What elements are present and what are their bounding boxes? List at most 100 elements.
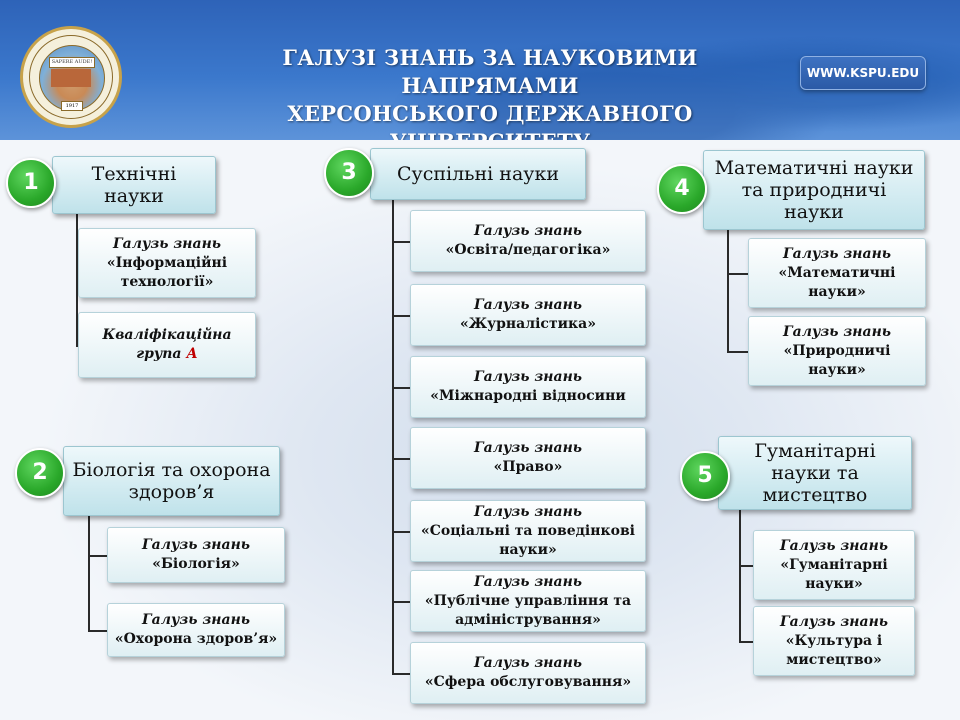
- field-of-knowledge-item: Галузь знань «Публічне управління та адмін…: [410, 570, 646, 632]
- field-name-line: мистецтво»: [786, 651, 882, 668]
- field-prefix: Галузь знань: [473, 655, 583, 671]
- field-name-line: науки»: [499, 541, 557, 558]
- field-prefix: Галузь знань: [473, 573, 583, 590]
- field-of-knowledge-item: Галузь знань «Охорона здоров’я»: [107, 603, 285, 657]
- field-prefix: Галузь знань: [473, 369, 583, 385]
- group-number-badge: 4: [657, 164, 707, 214]
- logo-motto: SAPERE AUDE!: [49, 57, 95, 68]
- connector-horizontal: [392, 531, 410, 533]
- field-of-knowledge-item: Галузь знань «Журналістика»: [410, 284, 646, 346]
- group-number-badge: 1: [6, 158, 56, 208]
- field-of-knowledge-item: Галузь знань «Право»: [410, 427, 646, 489]
- field-name-line: «Соціальні та поведінкові: [420, 522, 635, 539]
- group-heading-line: здоров’я: [128, 481, 215, 503]
- field-name-line: науки»: [808, 361, 866, 378]
- field-name-line: «Міжнародні відносини: [430, 388, 626, 404]
- group-number-badge: 3: [324, 148, 374, 198]
- group-heading-line: та природничі: [741, 179, 887, 201]
- field-of-knowledge-item: Галузь знань «Соціальні та поведінкові нау…: [410, 500, 646, 562]
- connector-horizontal: [76, 345, 78, 347]
- university-logo: SAPERE AUDE! 1917: [20, 26, 122, 128]
- group-heading-text: Суспільні науки: [397, 163, 559, 185]
- connector-horizontal: [392, 458, 410, 460]
- logo-year: 1917: [61, 101, 83, 111]
- field-name-line: «Біологія»: [152, 556, 240, 572]
- connector-horizontal: [392, 601, 410, 603]
- group-heading-line: Суспільні науки: [396, 163, 559, 185]
- group-heading-line: науки: [104, 185, 164, 207]
- field-name-line: «Право»: [493, 459, 563, 475]
- connector-horizontal: [739, 565, 753, 567]
- field-name-line: «Культура і: [785, 632, 883, 649]
- connector-vertical: [739, 510, 741, 641]
- page-title: ГАЛУЗІ ЗНАНЬ ЗА НАУКОВИМИ НАПРЯМАМИ ХЕРС…: [190, 44, 790, 140]
- field-prefix: Галузь знань: [782, 323, 892, 340]
- group-heading-line: мистецтво: [762, 484, 868, 506]
- group-number-badge: 2: [15, 448, 65, 498]
- field-prefix: Галузь знань: [473, 440, 583, 456]
- field-prefix: Галузь знань: [779, 537, 889, 554]
- field-name-line: технології»: [120, 273, 214, 290]
- field-prefix: Галузь знань: [112, 235, 222, 252]
- website-link[interactable]: WWW.KSPU.EDU: [800, 56, 926, 90]
- connector-horizontal: [727, 273, 748, 275]
- page-title-line1: ГАЛУЗІ ЗНАНЬ ЗА НАУКОВИМИ НАПРЯМАМИ: [282, 45, 698, 98]
- field-name-line: «Охорона здоров’я»: [114, 631, 278, 647]
- field-of-knowledge-item: Галузь знань «Міжнародні відносини: [410, 356, 646, 418]
- connector-vertical: [392, 200, 394, 673]
- field-of-knowledge-item: Галузь знань «Культура і мистецтво»: [753, 606, 915, 676]
- field-name-line: «Інформаційні: [106, 254, 228, 271]
- field-name-line: «Сфера обслуговування»: [424, 674, 632, 690]
- field-name-line: «Публічне управління та: [424, 592, 632, 609]
- field-prefix: Галузь знань: [473, 297, 583, 313]
- field-name-line: група А: [136, 345, 198, 364]
- field-of-knowledge-item: Галузь знань «Інформаційні технології»: [78, 228, 256, 298]
- field-of-knowledge-item: Галузь знань «Біологія»: [107, 527, 285, 583]
- group-number-badge: 5: [680, 451, 730, 501]
- field-name-line: «Природничі: [783, 342, 891, 359]
- field-name-line: науки»: [805, 575, 863, 592]
- field-prefix: Галузь знань: [141, 612, 251, 628]
- connector-horizontal: [739, 641, 753, 643]
- field-prefix: Галузь знань: [473, 503, 583, 520]
- field-name-line: група: [136, 346, 182, 362]
- field-of-knowledge-item: Галузь знань «Сфера обслуговування»: [410, 642, 646, 704]
- field-name-line: «Журналістика»: [460, 316, 596, 332]
- logo-ring: [29, 35, 113, 119]
- connector-horizontal: [392, 673, 410, 675]
- group-heading-line: науки: [784, 201, 844, 223]
- header-banner: SAPERE AUDE! 1917 ГАЛУЗІ ЗНАНЬ ЗА НАУКОВ…: [0, 0, 960, 140]
- group-heading-line: Технічні: [91, 163, 177, 185]
- page-title-line2: ХЕРСОНСЬКОГО ДЕРЖАВНОГО УНІВЕРСИТЕТУ: [287, 101, 693, 140]
- field-prefix: Галузь знань: [141, 537, 251, 553]
- connector-vertical: [88, 516, 90, 630]
- connector-vertical: [76, 214, 78, 345]
- connector-horizontal: [392, 241, 410, 243]
- field-name-line: адміністрування»: [455, 611, 601, 628]
- connector-vertical: [727, 230, 729, 351]
- connector-horizontal: [392, 387, 410, 389]
- field-of-knowledge-item: Галузь знань «Природничі науки»: [748, 316, 926, 386]
- connector-horizontal: [88, 555, 107, 557]
- field-prefix: Галузь знань: [779, 613, 889, 630]
- field-name-line: «Гуманітарні: [780, 556, 888, 573]
- field-prefix: Галузь знань: [473, 223, 583, 239]
- connector-horizontal: [76, 263, 78, 265]
- group-heading-line: Гуманітарні: [754, 440, 876, 462]
- group-heading-line: Біологія та охорона: [72, 459, 271, 481]
- qualification-group-letter: А: [181, 346, 198, 362]
- field-name-line: науки»: [808, 283, 866, 300]
- connector-horizontal: [392, 315, 410, 317]
- group-heading: Суспільні науки: [370, 148, 586, 200]
- group-heading-line: Математичні науки: [714, 157, 914, 179]
